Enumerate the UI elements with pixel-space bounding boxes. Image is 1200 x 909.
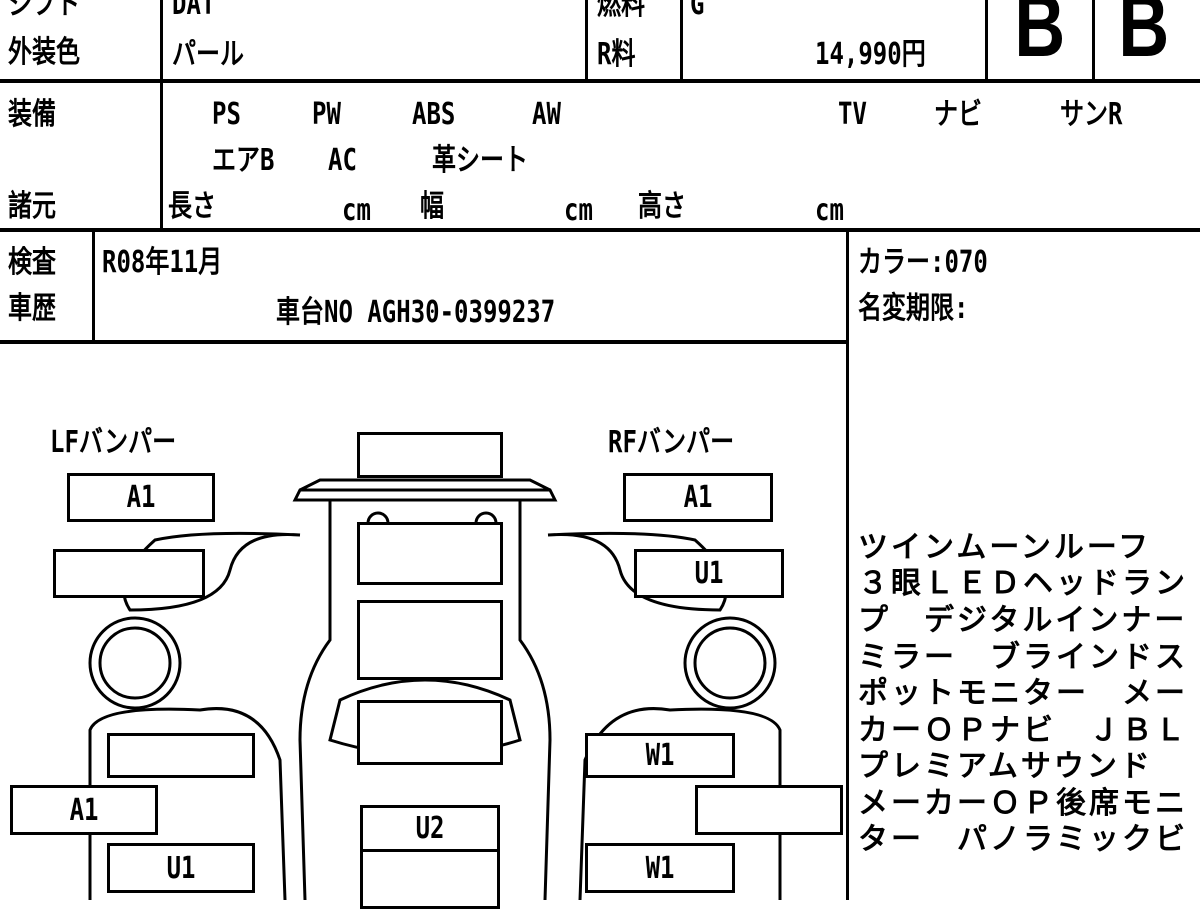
equipment-item: AC [328, 143, 357, 178]
interior-grade: B [1014, 0, 1066, 75]
equipment-item: AW [532, 97, 561, 132]
note-line: ター パノラミックビ [858, 822, 1188, 857]
divider [92, 230, 95, 342]
divider [846, 230, 849, 900]
lf-bumper-box: A1 [67, 473, 215, 522]
note-line: ポットモニター メー [858, 676, 1188, 711]
damage-code: A1 [69, 792, 99, 828]
width-unit: cm [564, 193, 593, 228]
divider [160, 0, 163, 228]
left-rear-door-box: U1 [107, 843, 255, 893]
lf-fender-box [53, 549, 205, 598]
damage-code: U2 [415, 811, 445, 846]
roof-box: U2 [360, 805, 500, 852]
damage-code: U1 [694, 556, 724, 591]
roof-box-2 [360, 849, 500, 909]
inspection-value: R08年11月 [102, 245, 223, 280]
specs-label: 諸元 [8, 189, 56, 224]
damage-code: A1 [683, 480, 713, 515]
chassis-number: 車台NO AGH30-0399237 [276, 295, 556, 330]
divider [680, 0, 683, 80]
height-unit: cm [815, 193, 844, 228]
note-line: カーＯＰナビ ＪＢＬ [858, 713, 1188, 748]
equipment-item: ABS [412, 97, 456, 132]
equipment-item: PS [212, 97, 241, 132]
equipment-item: サンR [1060, 97, 1123, 132]
divider [0, 79, 1200, 83]
divider [0, 228, 1200, 232]
equipment-item: PW [312, 97, 341, 132]
rf-fender-box: U1 [634, 549, 784, 598]
divider [985, 0, 988, 80]
equipment-label: 装備 [8, 97, 56, 132]
hood-box-2 [357, 600, 503, 680]
left-front-door-box [107, 733, 255, 778]
inspection-label: 検査 [8, 245, 56, 280]
recycle-fee-label: R料 [597, 37, 636, 72]
front-bumper-box [357, 432, 503, 478]
name-change-deadline: 名変期限: [858, 291, 969, 326]
note-line: ３眼ＬＥＤヘッドラン [858, 566, 1188, 601]
history-label: 車歴 [8, 291, 56, 326]
color-code: カラー:070 [858, 245, 988, 280]
note-line: プレミアムサウンド [858, 749, 1153, 784]
right-rear-door-box: W1 [585, 843, 735, 893]
equipment-item: TV [838, 97, 867, 132]
damage-code: U1 [166, 850, 196, 886]
rf-bumper-box: A1 [623, 473, 773, 522]
damage-code: W1 [645, 850, 675, 886]
right-front-door-box: W1 [585, 733, 735, 778]
note-line: プ デジタルインナー [858, 603, 1188, 638]
recycle-fee-value: 14,990円 [815, 37, 926, 72]
note-line: ミラー ブラインドス [858, 640, 1188, 675]
length-label: 長さ [168, 189, 216, 224]
exterior-grade: B [1118, 0, 1170, 75]
note-line: メーカーＯＰ後席モニ [858, 786, 1188, 821]
height-label: 高さ [638, 189, 686, 224]
width-label: 幅 [420, 189, 444, 224]
divider [585, 0, 588, 80]
right-door-box [695, 785, 843, 835]
shift-value: DAT [172, 0, 216, 22]
damage-code: A1 [126, 480, 156, 515]
equipment-item: エアB [212, 143, 275, 178]
damage-code: W1 [645, 738, 675, 773]
left-door-box: A1 [10, 785, 158, 835]
exterior-color-label: 外装色 [8, 35, 80, 70]
lf-bumper-label: LFバンパー [50, 425, 177, 460]
divider [0, 340, 848, 344]
note-line: ツインムーンルーフ [858, 530, 1152, 565]
fuel-label: 燃料 [597, 0, 645, 22]
hood-box [357, 522, 503, 585]
equipment-item: ナビ [934, 97, 982, 132]
length-unit: cm [342, 193, 371, 228]
shift-label: シフト [8, 0, 80, 22]
rf-bumper-label: RFバンパー [608, 425, 735, 460]
exterior-color-value: パール [172, 37, 244, 72]
divider [1092, 0, 1095, 80]
equipment-item: 革シート [432, 143, 528, 178]
windshield-box [357, 700, 503, 765]
fuel-value: G [690, 0, 705, 22]
